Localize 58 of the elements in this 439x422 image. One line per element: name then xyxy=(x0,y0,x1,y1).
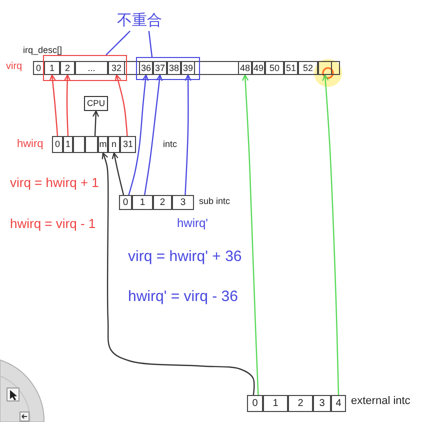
formula-text: hwirq' = virq - 36 xyxy=(128,288,238,306)
formula-text: hwirq = virq - 1 xyxy=(10,217,96,232)
array-cell: 51 xyxy=(284,61,298,75)
arrow xyxy=(102,152,255,396)
array-cell: 0 xyxy=(119,195,132,210)
array-name-label: irq_desc[] xyxy=(23,45,62,56)
array-cell: 38 xyxy=(167,61,181,75)
highlight-frame xyxy=(136,57,200,80)
array-cell: 52 xyxy=(298,61,318,75)
row-label: hwirq xyxy=(17,138,44,151)
array-cell: 3 xyxy=(172,195,194,210)
arrow xyxy=(92,110,100,136)
highlight-frame xyxy=(43,55,127,81)
empty-array-cell xyxy=(85,136,98,153)
arrow xyxy=(144,74,163,196)
array-cell: ... xyxy=(75,61,108,75)
row-label: hwirq' xyxy=(177,217,208,231)
array-name-label: intc xyxy=(163,139,178,150)
array-cell: 1 xyxy=(44,61,60,75)
formula-text: virq = hwirq + 1 xyxy=(10,176,99,191)
array-cell: 50 xyxy=(265,61,284,75)
row-label: virq xyxy=(6,61,22,72)
array-cell: 4 xyxy=(331,395,346,412)
array-cell: 36 xyxy=(139,61,153,75)
array-cell: 0 xyxy=(52,136,63,153)
annotation-text: 不重合 xyxy=(116,12,163,31)
array-cell: 39 xyxy=(181,61,195,75)
arrow xyxy=(64,74,71,136)
array-cell: 49 xyxy=(252,61,265,75)
arrow xyxy=(49,74,58,136)
array-cell: 31 xyxy=(120,136,136,153)
arrow xyxy=(322,74,340,396)
array-cell: 2 xyxy=(153,195,172,210)
arrow xyxy=(112,152,124,196)
array-cell: 1 xyxy=(63,136,73,153)
array-name-label: external intc xyxy=(351,395,410,408)
arrow xyxy=(184,74,192,196)
array-cell: 2 xyxy=(288,395,313,412)
array-cell: 0 xyxy=(247,395,263,412)
array-cell: 2 xyxy=(60,61,75,75)
array-cell: 1 xyxy=(263,395,288,412)
cpu-box: CPU xyxy=(84,96,108,111)
leader-line xyxy=(148,30,153,58)
array-cell: n xyxy=(108,136,120,153)
arrow xyxy=(128,74,149,196)
array-cell: 32 xyxy=(108,61,125,75)
array-cell: 3 xyxy=(313,395,331,412)
leader-line xyxy=(106,30,131,56)
array-cell: m xyxy=(98,136,108,153)
array-cell: 1 xyxy=(132,195,153,210)
arrow xyxy=(114,74,128,136)
formula-text: virq = hwirq' + 36 xyxy=(128,248,242,266)
arrow xyxy=(242,74,259,396)
array-cell: 48 xyxy=(238,61,252,75)
array-name-label: sub intc xyxy=(199,196,230,206)
array-cell: 37 xyxy=(153,61,167,75)
empty-array-cell xyxy=(318,61,332,75)
empty-array-cell xyxy=(73,136,85,153)
